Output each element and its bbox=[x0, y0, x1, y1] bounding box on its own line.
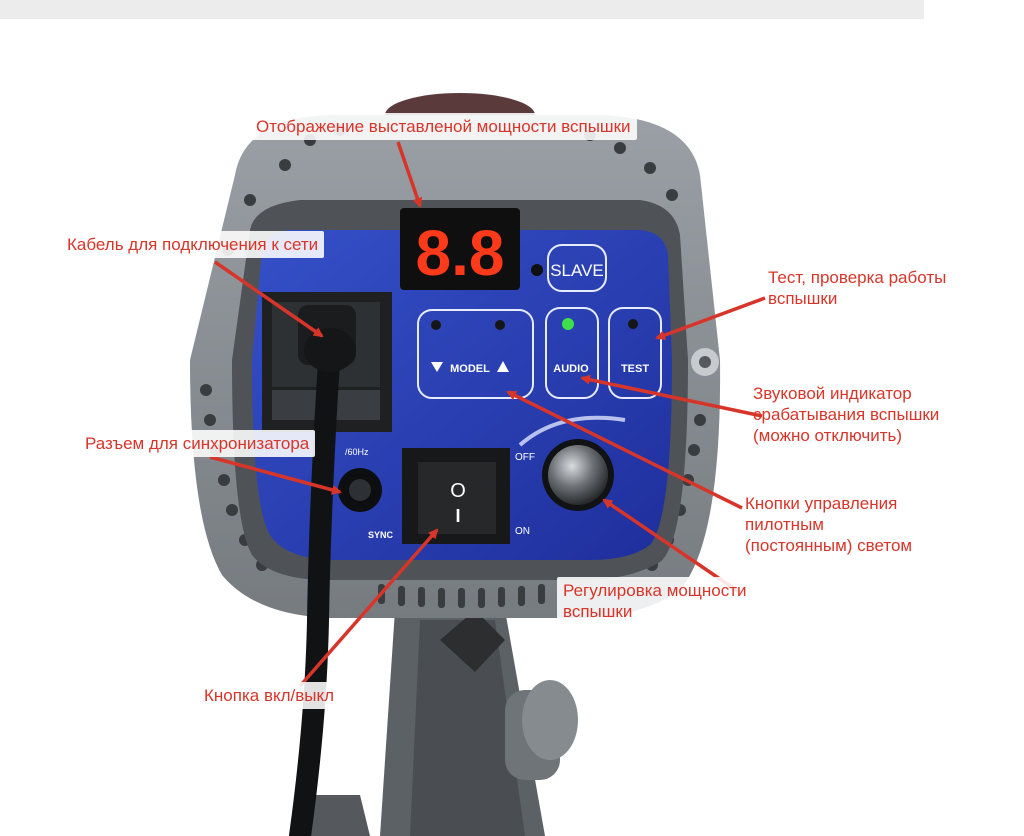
audio-led-icon bbox=[562, 318, 574, 330]
power-knob[interactable] bbox=[542, 439, 614, 511]
label-audio: Звуковой индикатор срабатывания вспышки … bbox=[753, 383, 939, 446]
audio-text: AUDIO bbox=[553, 363, 589, 375]
test-text: TEST bbox=[621, 363, 649, 375]
label-model-line-2: пилотным bbox=[745, 515, 824, 534]
callout-arrows bbox=[209, 141, 766, 688]
label-audio-line-3: (можно отключить) bbox=[753, 426, 902, 445]
label-power: Регулировка мощности вспышки bbox=[557, 577, 753, 625]
sync-text: SYNC bbox=[368, 530, 394, 540]
sync-socket: SYNC /60Hz bbox=[338, 447, 394, 540]
label-audio-line-1: Звуковой индикатор bbox=[753, 384, 912, 403]
top-bar bbox=[0, 0, 924, 19]
on-text: ON bbox=[515, 526, 530, 537]
label-model-line-3: (постоянным) светом bbox=[745, 536, 913, 555]
label-test-line-1: Тест, проверка работы bbox=[768, 268, 947, 287]
stand bbox=[290, 610, 578, 836]
slave-text: SLAVE bbox=[550, 261, 604, 280]
label-display: Отображение выставленой мощности вспышки bbox=[250, 113, 637, 140]
label-power-line-2: вспышки bbox=[563, 602, 633, 621]
label-model-line-1: Кнопки управления bbox=[745, 494, 898, 513]
label-switch: Кнопка вкл/выкл bbox=[198, 682, 341, 709]
label-test-line-2: вспышки bbox=[768, 289, 838, 308]
power-cable bbox=[289, 305, 356, 836]
display-value: 8.8 bbox=[416, 217, 505, 289]
off-text: OFF bbox=[515, 452, 535, 463]
power-display: 8.8 bbox=[400, 208, 520, 290]
label-audio-line-2: срабатывания вспышки bbox=[753, 405, 940, 424]
switch-i: I bbox=[455, 506, 460, 526]
model-text: MODEL bbox=[450, 363, 490, 375]
arrow-up-icon[interactable] bbox=[497, 361, 509, 372]
label-test: Тест, проверка работы вспышки bbox=[768, 267, 946, 309]
switch-o: O bbox=[450, 480, 466, 502]
model-buttons[interactable]: MODEL bbox=[417, 309, 534, 399]
label-cable: Кабель для подключения к сети bbox=[61, 231, 325, 258]
arrow-down-icon[interactable] bbox=[431, 362, 443, 372]
slave-sensor: SLAVE bbox=[531, 244, 607, 292]
test-button[interactable]: TEST bbox=[608, 307, 662, 399]
label-model: Кнопки управления пилотным (постоянным) … bbox=[745, 493, 912, 556]
power-switch[interactable]: O I OFF ON bbox=[402, 448, 535, 544]
label-sync: Разъем для синхронизатора bbox=[79, 430, 316, 457]
hz-text: /60Hz bbox=[345, 447, 369, 457]
label-power-line-1: Регулировка мощности bbox=[563, 581, 747, 600]
audio-button[interactable]: AUDIO bbox=[545, 307, 599, 399]
bracket-diamond bbox=[440, 610, 505, 672]
